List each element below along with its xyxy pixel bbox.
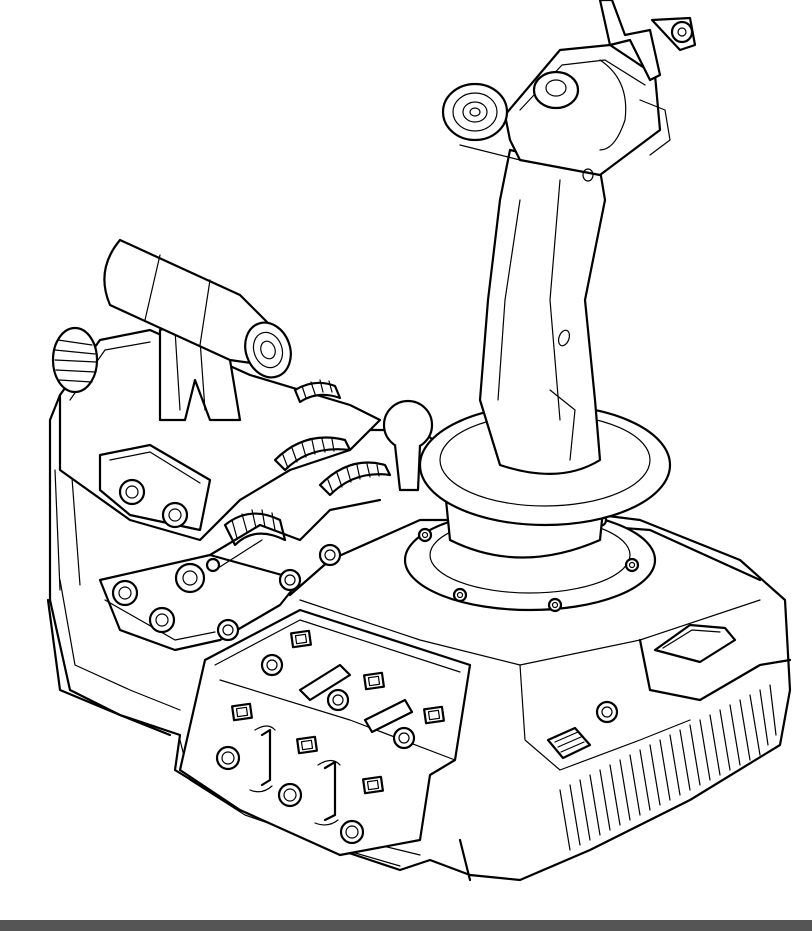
slot-left [298,663,352,702]
joystick-grip-head [503,43,662,177]
round-button [277,782,303,808]
front-control-panel [178,608,472,857]
round-button [148,606,176,634]
square-button [362,775,384,795]
square-button [363,671,385,691]
round-button [118,478,146,506]
joystick-top-lever [598,0,662,82]
round-button [215,745,241,771]
round-button [216,618,240,642]
round-button [326,688,350,712]
screw [624,557,640,573]
round-button [392,726,416,750]
thumb-wheel [293,379,342,404]
screw [417,527,433,543]
square-button [296,735,318,755]
round-button [111,579,139,607]
joystick-shaft [478,148,607,475]
thumb-wheel [273,436,352,472]
joystick [403,0,697,613]
square-button [231,702,253,722]
round-button [339,819,365,845]
slot-right [363,698,414,734]
toggle-lever [260,728,272,787]
bottom-bar [0,920,812,931]
throttle-unit [51,238,434,652]
toggle-lever [323,760,337,822]
base-handle [653,623,737,664]
square-button [290,629,312,649]
rotary-knob [51,326,99,394]
thumb-wheel [318,461,392,497]
thumb-button [441,82,509,142]
left-skirt [46,598,172,737]
lever-ball-knob [382,399,434,492]
square-button [423,705,445,725]
throttle-grip [103,238,292,379]
round-button [205,557,221,573]
mode-switch [546,700,619,760]
round-button [161,501,189,529]
hat-switch [532,70,580,110]
screw [547,597,563,613]
vent-grille [559,684,777,851]
round-button [278,568,302,592]
bottom-bar-fill [0,920,812,931]
round-button [260,653,284,677]
round-button [318,543,342,567]
screw [452,587,468,603]
round-button [174,562,206,594]
